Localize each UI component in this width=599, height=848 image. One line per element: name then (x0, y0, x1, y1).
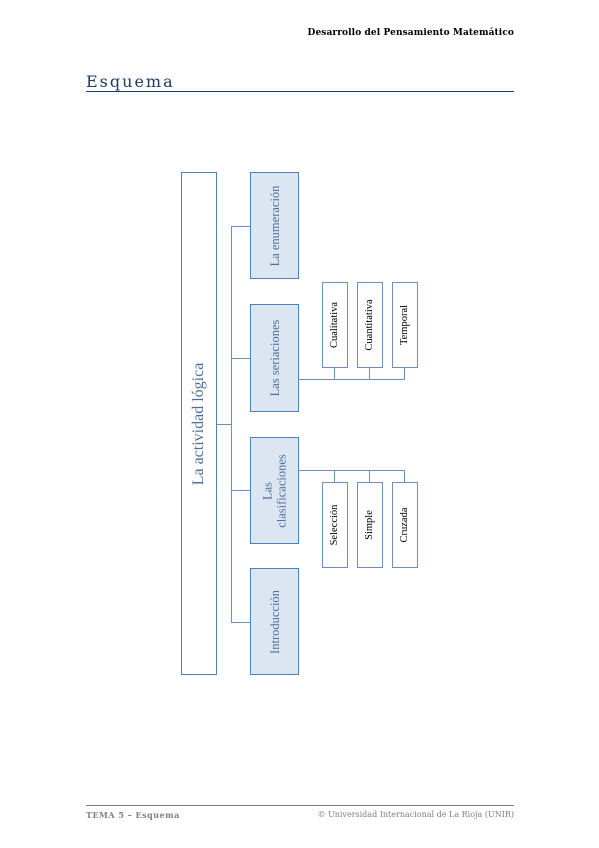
title-divider (86, 91, 514, 92)
leaf-cualitativa: Cualitativa (322, 282, 348, 368)
footer-section: TEMA 5 – Esquema (86, 810, 180, 820)
connector (404, 470, 405, 482)
branch-introduccion: Introducción (250, 568, 299, 675)
branch-enumeracion: La enumeración (250, 172, 299, 279)
connector (299, 379, 405, 380)
leaf-seleccion: Selección (322, 482, 348, 568)
connector (369, 368, 370, 379)
connector (334, 368, 335, 379)
connector (404, 368, 405, 379)
leaf-cuantitativa: Cuantitativa (357, 282, 383, 368)
connector (369, 470, 370, 482)
leaf-cruzada: Cruzada (392, 482, 418, 568)
leaf-temporal: Temporal (392, 282, 418, 368)
leaf-label: Temporal (398, 304, 410, 346)
branch-label: Las seriaciones (267, 319, 282, 397)
connector (231, 490, 250, 491)
connector (231, 358, 250, 359)
root-node-label: La actividad lógica (189, 362, 207, 485)
section-title: Esquema (86, 72, 175, 91)
running-header: Desarrollo del Pensamiento Matemático (307, 28, 514, 38)
branch-label: Introducción (267, 589, 282, 654)
leaf-label: Cruzada (398, 507, 410, 543)
leaf-label: Selección (328, 504, 340, 546)
leaf-label: Simple (363, 510, 375, 540)
root-node: La actividad lógica (181, 172, 217, 675)
leaf-label: Cualitativa (328, 301, 340, 349)
connector (231, 226, 232, 622)
leaf-simple: Simple (357, 482, 383, 568)
footer-copyright: © Universidad Internacional de La Rioja … (317, 810, 514, 819)
connector (299, 470, 405, 471)
connector (231, 622, 250, 623)
connector (231, 226, 250, 227)
connector (217, 424, 231, 425)
leaf-label: Cuantitativa (363, 299, 375, 351)
branch-label-line: Las (260, 481, 275, 500)
connector (334, 470, 335, 482)
branch-label: La enumeración (267, 185, 282, 266)
branch-clasificaciones: Las clasificaciones (250, 437, 299, 544)
branch-label: Las clasificaciones (260, 454, 289, 528)
footer-divider (86, 805, 514, 806)
branch-seriaciones: Las seriaciones (250, 304, 299, 412)
branch-label-line: clasificaciones (274, 453, 289, 528)
